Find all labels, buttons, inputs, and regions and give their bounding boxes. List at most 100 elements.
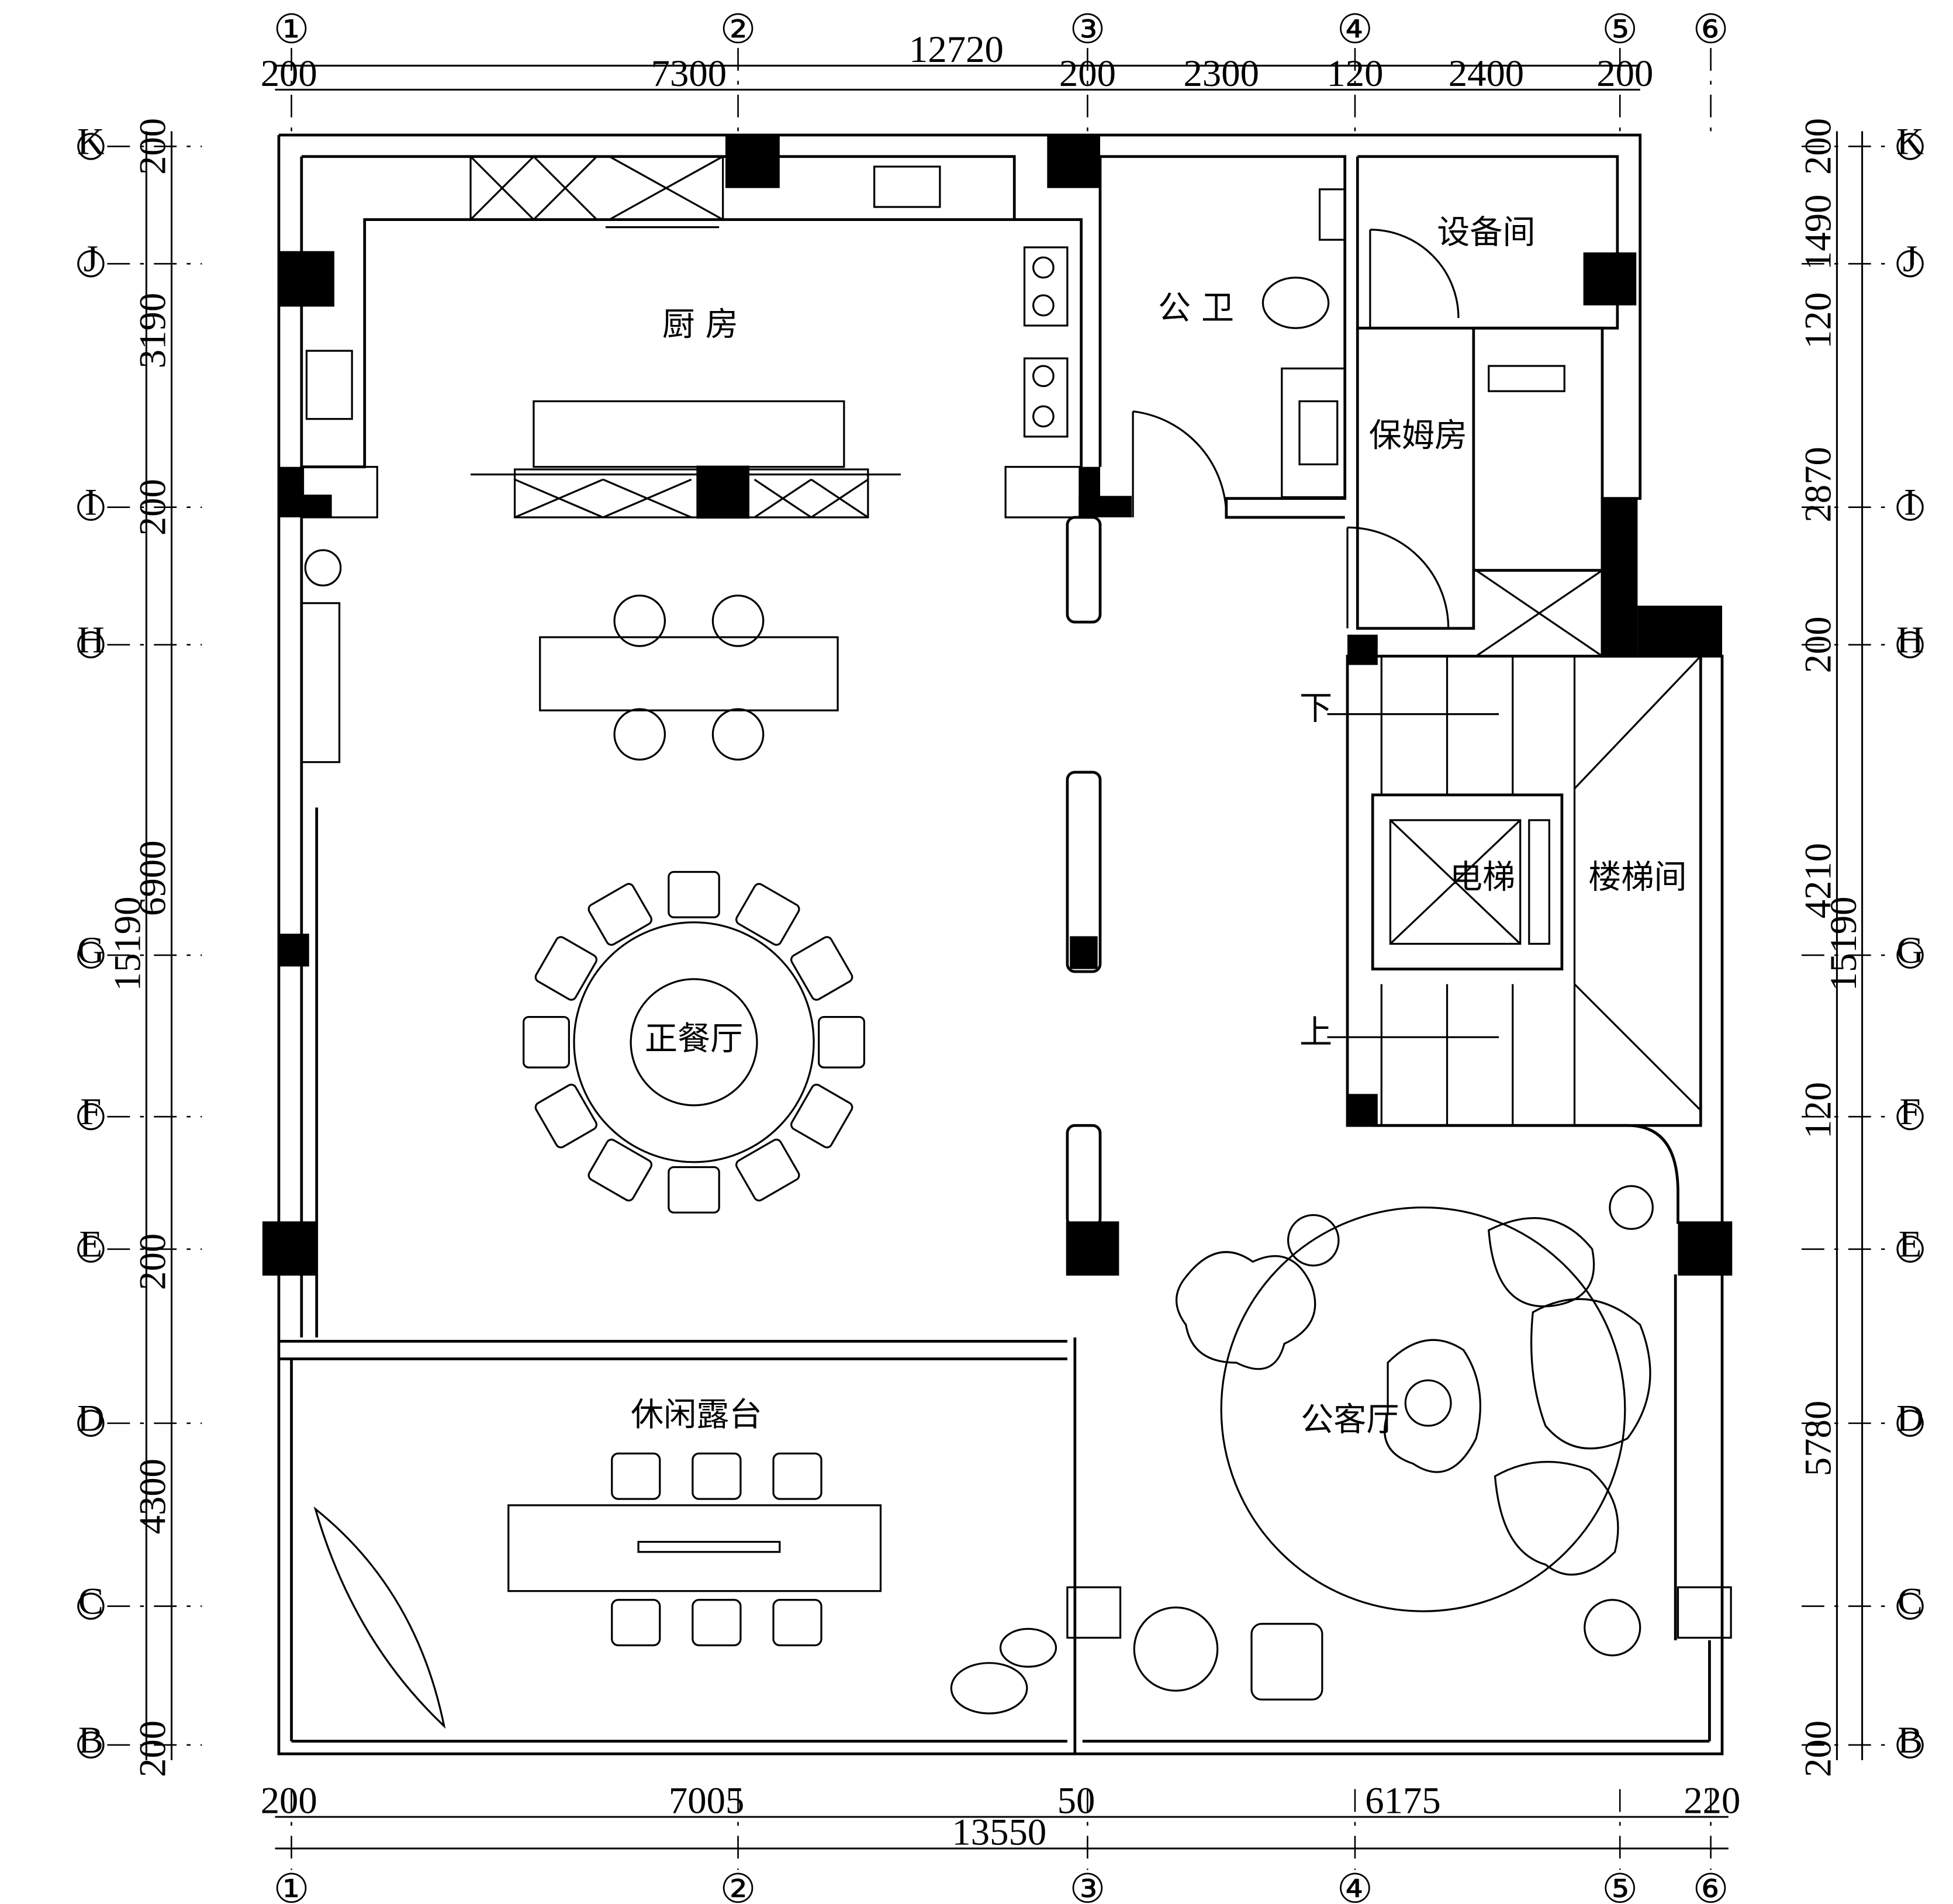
- dimension-left-seg-2: 3190: [132, 293, 174, 368]
- dining-chair: [668, 870, 720, 918]
- dimension-right-total: 15190: [1823, 897, 1865, 991]
- axis-label-col-2: ②: [720, 1867, 756, 1904]
- dimension-right-seg-1: 200: [1798, 118, 1840, 175]
- toilet-icon: [1261, 277, 1330, 329]
- axis-label-row-i: I: [85, 482, 98, 524]
- dining-chair: [523, 1016, 570, 1069]
- row-axis-labels-left: K J I H G F E D C B: [77, 120, 105, 1761]
- dimension-top-total: 12720: [909, 29, 1004, 71]
- dimension-lines: [145, 64, 1864, 1850]
- dimension-right-seg-7: 120: [1798, 1082, 1840, 1139]
- axis-label-row-b: B: [1897, 1719, 1923, 1761]
- dimension-top-seg-6: 2400: [1449, 53, 1524, 95]
- row-axis-labels-right: K J I H G F E D C B: [1896, 120, 1924, 1761]
- axis-label-col-5: ⑤: [1602, 6, 1638, 51]
- axis-label-row-g: G: [77, 929, 105, 972]
- axis-label-col-1: ①: [274, 1867, 310, 1904]
- dining-chair: [735, 1138, 800, 1202]
- axis-label-row-d: D: [1896, 1398, 1924, 1440]
- stair-elevator: [1327, 655, 1702, 1126]
- dimensions-right: 200 1490 120 2870 200 4210 120 5780 200 …: [1798, 118, 1865, 1777]
- axis-label-row-j: J: [1903, 238, 1917, 280]
- dining-chair: [587, 883, 653, 946]
- dimension-left-seg-3: 200: [132, 479, 174, 535]
- axis-label-row-g: G: [1896, 929, 1924, 972]
- dimension-bottom-total: 13550: [952, 1811, 1046, 1853]
- dining-chair: [587, 1138, 653, 1202]
- sink-icon: [305, 350, 353, 420]
- axis-label-row-k: K: [77, 120, 105, 163]
- kitchen-island: [533, 400, 845, 468]
- dining-chair: [668, 1166, 720, 1214]
- axis-label-row-i: I: [1904, 482, 1917, 524]
- axis-label-col-5: ⑤: [1602, 1867, 1638, 1904]
- coffee-table: [1384, 1339, 1481, 1473]
- grid-axes: [107, 48, 1895, 1870]
- dining-chair: [790, 1083, 853, 1149]
- kitchen-sink-icon: [873, 165, 941, 208]
- axis-label-row-c: C: [1897, 1581, 1923, 1623]
- axis-label-row-e: E: [1899, 1224, 1922, 1266]
- dimension-left-seg-5: 200: [132, 1233, 174, 1290]
- lounge-chair: [1175, 1251, 1316, 1370]
- dimension-bottom-seg-4: 6175: [1365, 1780, 1440, 1822]
- dining-chair: [534, 1083, 598, 1149]
- hammock-icon: [313, 1506, 446, 1729]
- axis-label-row-d: D: [77, 1398, 105, 1440]
- room-label-guest-living: 公客厅: [1301, 1401, 1399, 1439]
- terrace-table: [507, 1504, 882, 1592]
- dimension-bottom-seg-1: 200: [261, 1780, 317, 1822]
- structural-columns: [262, 135, 1733, 1276]
- room-label-stairwell: 楼梯间: [1588, 859, 1686, 897]
- axis-label-col-1: ①: [274, 6, 310, 51]
- room-label-leisure-terrace: 休闲露台: [631, 1396, 762, 1434]
- dimensions-left: 200 3190 200 6900 200 4300 200 15190: [107, 118, 174, 1777]
- terrace-furniture: [313, 1452, 1057, 1729]
- dimension-right-seg-5: 200: [1798, 616, 1840, 673]
- stair-down-label: 下: [1299, 689, 1332, 727]
- dimension-bottom-seg-3: 50: [1057, 1780, 1095, 1822]
- dining-chair: [534, 936, 598, 1001]
- dining-chair: [735, 883, 800, 946]
- dining-chair: [818, 1016, 866, 1069]
- floor-drain-icon: [304, 549, 342, 587]
- column-axis-labels-bottom: ① ② ③ ④ ⑤ ⑥: [274, 1867, 1729, 1904]
- axis-label-col-4: ④: [1337, 6, 1373, 51]
- room-label-elevator: 电梯: [1450, 859, 1515, 897]
- axis-label-col-6: ⑥: [1693, 6, 1729, 51]
- axis-label-row-f: F: [80, 1091, 101, 1133]
- dimensions-top: 12720 200 7300 200 2300 120 2400 200: [261, 29, 1654, 95]
- breakfast-table: [539, 636, 839, 711]
- dimension-left-seg-6: 4300: [132, 1459, 174, 1534]
- dimension-bottom-seg-5: 220: [1684, 1780, 1740, 1822]
- axis-label-row-e: E: [79, 1224, 103, 1266]
- round-dining-table: [573, 921, 815, 1163]
- stair-up-label: 上: [1299, 1014, 1332, 1052]
- axis-label-col-4: ④: [1337, 1867, 1373, 1904]
- dimension-right-seg-9: 200: [1798, 1720, 1840, 1777]
- axis-label-row-k: K: [1896, 120, 1924, 163]
- dimension-top-seg-4: 2300: [1183, 53, 1259, 95]
- dimension-right-seg-8: 5780: [1798, 1401, 1840, 1476]
- living-furniture: [1066, 1185, 1732, 1701]
- toilet-fixtures: [1132, 188, 1603, 657]
- dimension-left-total: 15190: [107, 897, 149, 991]
- axis-label-col-3: ③: [1069, 1867, 1105, 1904]
- dimension-left-seg-1: 200: [132, 118, 174, 175]
- room-labels: 厨 房 公 卫 设备间 保姆房 电梯 楼梯间 正餐厅 休闲露台 公客厅 下 上: [631, 214, 1686, 1439]
- kitchen-furniture: [300, 156, 1083, 763]
- dimension-right-seg-4: 2870: [1798, 447, 1840, 522]
- dining-chair: [790, 936, 853, 1001]
- axis-label-row-j: J: [84, 238, 98, 280]
- dimension-top-seg-5: 120: [1326, 53, 1383, 95]
- basin-icon: [1298, 400, 1339, 465]
- room-label-nanny-room: 保姆房: [1369, 417, 1467, 455]
- room-label-public-toilet: 公 卫: [1158, 289, 1234, 327]
- dimension-top-seg-2: 7300: [651, 53, 727, 95]
- axis-label-row-c: C: [78, 1581, 103, 1623]
- room-label-formal-dining: 正餐厅: [645, 1020, 743, 1058]
- dimension-left-seg-7: 200: [132, 1720, 174, 1777]
- dimension-left-seg-4: 6900: [132, 841, 174, 916]
- dimensions-bottom: 200 7005 50 6175 220 13550: [261, 1780, 1741, 1854]
